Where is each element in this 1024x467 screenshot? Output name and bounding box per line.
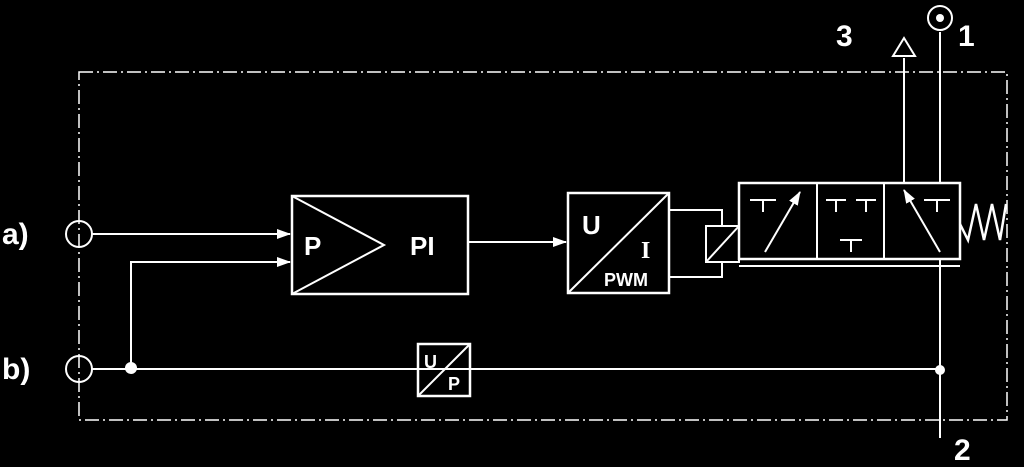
solenoid-wire-top [669, 209, 723, 226]
ui-converter-pwm-label: PWM [604, 270, 648, 290]
flow-arrow-right [903, 189, 941, 253]
input-a-label: a) [2, 218, 29, 251]
exhaust-triangle-icon [891, 36, 917, 57]
port-1-label: 1 [958, 20, 975, 53]
controller-pi-label: PI [410, 231, 435, 261]
spring-icon [958, 203, 1008, 244]
solenoid-wire-bottom [669, 262, 723, 278]
ui-converter-u-label: U [582, 210, 601, 240]
ui-converter-i-label: I [641, 238, 650, 264]
output-junction-dot [935, 365, 945, 375]
flow-arrow-left [764, 191, 801, 253]
supply-port-circle [927, 5, 953, 31]
valve-body [737, 181, 962, 261]
up-sensor-u-label: U [424, 352, 437, 372]
up-sensor-block [416, 342, 472, 398]
supply-port-dot [936, 14, 944, 22]
input-b-label: b) [2, 353, 30, 386]
up-sensor-diagonal [417, 343, 471, 397]
pi-controller-block [290, 194, 470, 296]
ui-pwm-converter-block [566, 191, 671, 295]
solenoid-diagonal [705, 225, 740, 263]
enclosure-boundary [78, 71, 1008, 421]
port-3-label: 3 [836, 20, 853, 53]
feedback-line [130, 257, 291, 368]
proportional-valve [737, 181, 962, 267]
controller-p-label: P [304, 231, 321, 261]
port-2-label: 2 [954, 434, 971, 467]
ui-converter-diagonal [567, 192, 670, 294]
up-sensor-p-label: P [448, 374, 460, 394]
amplifier-triangle-icon [291, 195, 387, 295]
